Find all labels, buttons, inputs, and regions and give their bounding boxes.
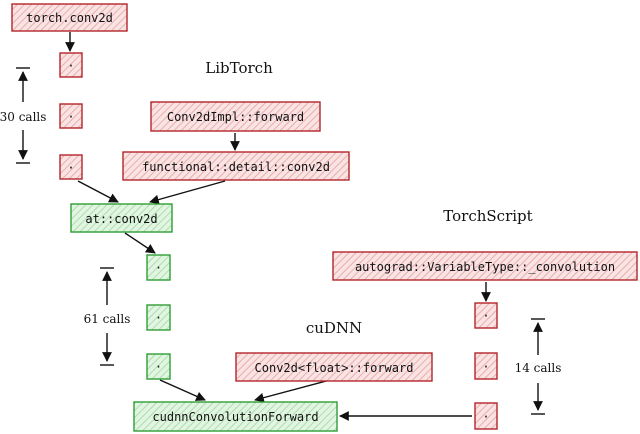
edge-functional-to-at: [149, 180, 226, 205]
box-at-conv2d: at::conv2d: [70, 203, 173, 233]
box-label: autograd::VariableType::_convolution: [355, 260, 615, 274]
box-label: functional::detail::conv2d: [142, 160, 330, 174]
dot-node-aten-2: ·: [146, 304, 171, 331]
box-conv2dimpl-forward: Conv2dImpl::forward: [150, 101, 321, 132]
svg-text:·: ·: [67, 161, 74, 175]
box-autograd-convolution: autograd::VariableType::_convolution: [332, 251, 638, 281]
dot-node-python-3: ·: [59, 154, 83, 180]
box-label: at::conv2d: [85, 212, 157, 226]
section-label-cudnn: cuDNN: [306, 319, 362, 337]
box-conv2d-float-forward: Conv2d<float>::forward: [235, 352, 433, 382]
section-label-libtorch: LibTorch: [205, 59, 273, 77]
box-label: cudnnConvolutionForward: [152, 410, 318, 424]
box-label: Conv2dImpl::forward: [167, 110, 304, 124]
edge-at-to-dot4: [124, 232, 156, 254]
bracket-aten: [100, 267, 114, 366]
calls-label-torchscript: 14 calls: [515, 361, 562, 375]
svg-text:·: ·: [155, 360, 162, 374]
calls-label-aten: 61 calls: [84, 312, 131, 326]
edges: [65, 32, 491, 421]
svg-text:·: ·: [482, 309, 489, 323]
svg-text:·: ·: [67, 59, 74, 73]
box-label: Conv2d<float>::forward: [255, 361, 414, 375]
svg-text:·: ·: [482, 410, 489, 424]
dot-node-torchscript-1: ·: [474, 302, 498, 329]
dot-node-aten-3: ·: [146, 353, 171, 380]
box-functional-detail-conv2d: functional::detail::conv2d: [122, 151, 350, 181]
calls-label-python: 30 calls: [0, 110, 46, 124]
box-cudnn-convolution-forward: cudnnConvolutionForward: [133, 401, 338, 432]
svg-text:·: ·: [67, 110, 74, 124]
bracket-python: [16, 67, 30, 164]
section-label-torchscript: TorchScript: [443, 207, 532, 225]
dot-node-aten-1: ·: [146, 254, 171, 281]
dot-node-python-1: ·: [59, 52, 83, 78]
edge-conv2dfloat-to-cudnn: [254, 379, 331, 403]
svg-text:·: ·: [155, 311, 162, 325]
box-label: torch.conv2d: [26, 11, 113, 25]
dot-node-torchscript-3: ·: [474, 402, 498, 430]
box-torch-conv2d: torch.conv2d: [11, 3, 128, 32]
bracket-torchscript: [531, 318, 545, 415]
edge-dot3-to-at: [77, 180, 119, 203]
dot-node-torchscript-2: ·: [474, 352, 498, 380]
svg-text:·: ·: [155, 261, 162, 275]
svg-text:·: ·: [482, 360, 489, 374]
edge-dot6-to-cudnn: [159, 379, 206, 401]
dot-node-python-2: ·: [59, 103, 83, 129]
